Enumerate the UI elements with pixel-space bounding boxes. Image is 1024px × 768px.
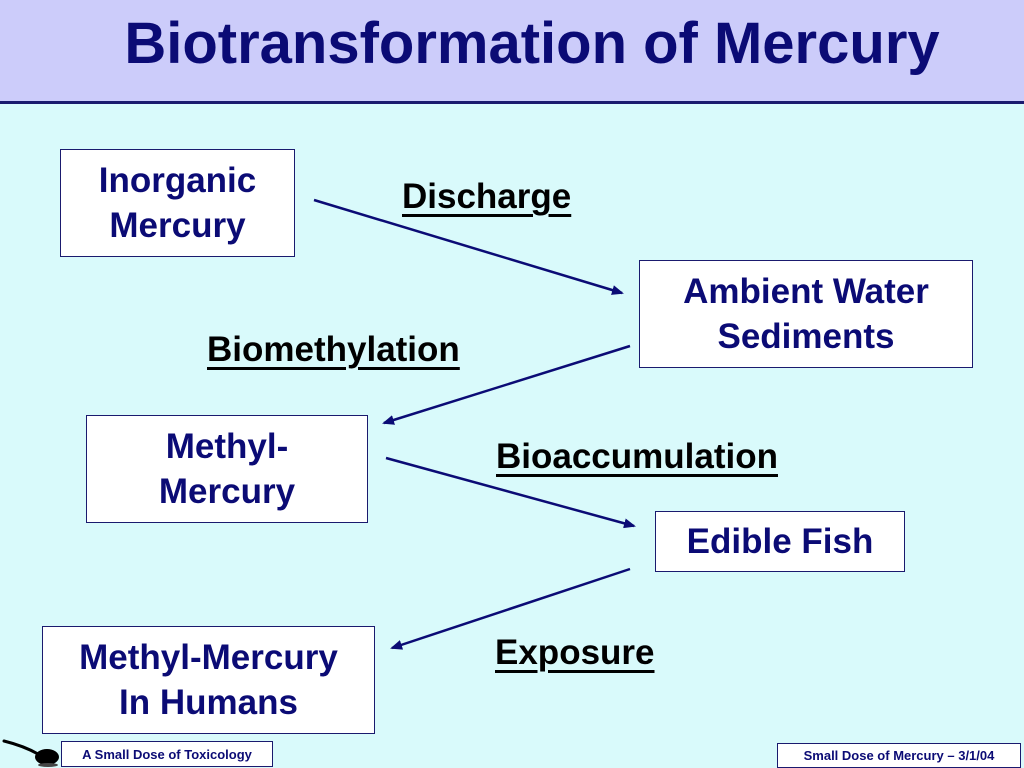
label-exposure: Exposure (495, 633, 655, 672)
node-label: Ambient Water Sediments (683, 271, 929, 357)
arrow-discharge (313, 198, 624, 295)
label-discharge: Discharge (402, 177, 572, 216)
footer-left: A Small Dose of Toxicology (61, 741, 273, 767)
node-label: Edible Fish (686, 521, 874, 561)
arrow-biomethylation (382, 344, 631, 425)
node-label: Inorganic Mercury (98, 160, 257, 246)
title-bar: Biotransformation of Mercury (0, 0, 1024, 104)
footer-left-text: A Small Dose of Toxicology (82, 746, 252, 762)
node-methyl-mercury: Methyl- Mercury (86, 415, 368, 523)
node-inorganic-mercury: Inorganic Mercury (60, 149, 295, 257)
node-methyl-mercury-humans: Methyl-Mercury In Humans (42, 626, 375, 734)
node-ambient-water-sediments: Ambient Water Sediments (639, 260, 973, 368)
label-biomethylation: Biomethylation (207, 330, 460, 369)
node-label: Methyl-Mercury In Humans (79, 637, 338, 723)
arrow-exposure (390, 567, 631, 650)
arrow-bioaccumulation (385, 456, 636, 529)
spoon-icon (2, 739, 59, 767)
footer-right-text: Small Dose of Mercury – 3/1/04 (803, 748, 995, 763)
node-edible-fish: Edible Fish (655, 511, 905, 572)
label-bioaccumulation: Bioaccumulation (496, 437, 778, 476)
slide-title: Biotransformation of Mercury (124, 11, 940, 76)
node-label: Methyl- Mercury (158, 426, 296, 512)
footer-right: Small Dose of Mercury – 3/1/04 (777, 743, 1021, 768)
